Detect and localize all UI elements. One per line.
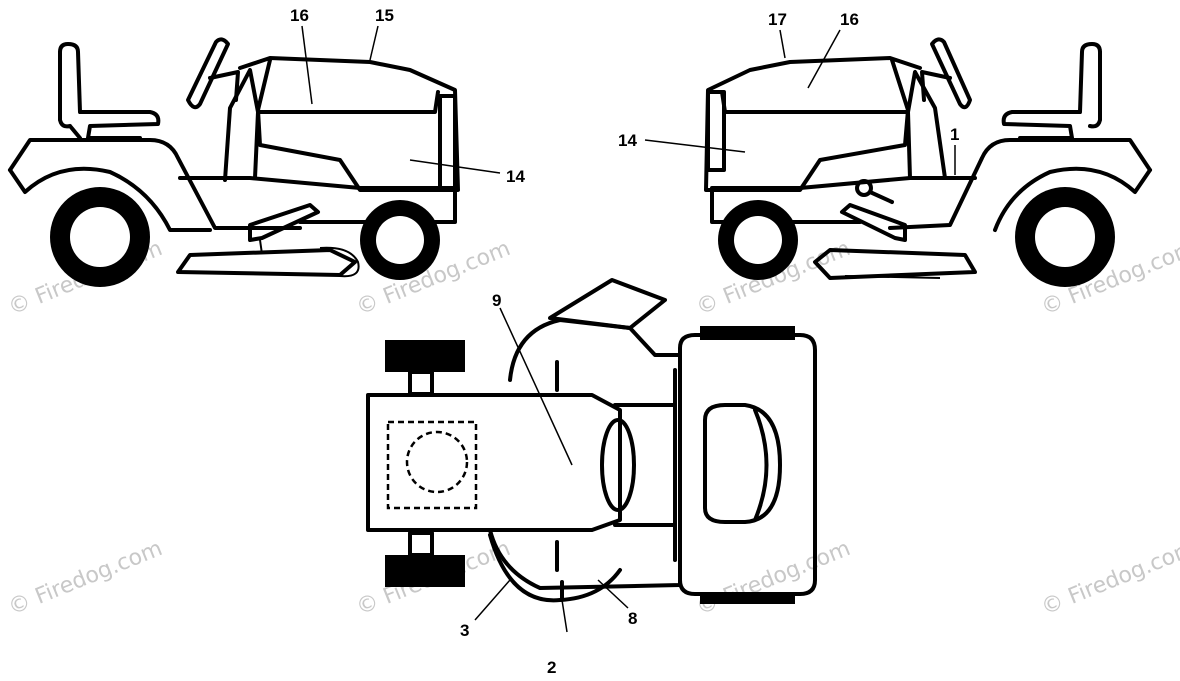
- hood-grille: [706, 90, 726, 172]
- leader-9: [499, 307, 573, 466]
- leader-8: [597, 579, 629, 609]
- mower-deck: [176, 248, 357, 277]
- hood-top: [366, 393, 622, 532]
- leader-2: [561, 599, 568, 633]
- watermark: © Firedog.com: [1038, 536, 1180, 620]
- callout-14-left: 14: [506, 167, 525, 186]
- rear-wheel-hub: [1035, 207, 1095, 267]
- engine-flywheel: [405, 430, 469, 494]
- leader-14-left: [409, 159, 501, 174]
- deck-base: [844, 275, 941, 279]
- seat-top: [703, 403, 782, 524]
- callout-8: 8: [628, 609, 637, 628]
- seat: [58, 42, 161, 140]
- rear-fender: [8, 138, 302, 230]
- pedal: [840, 203, 907, 242]
- tractor-top-view: [366, 278, 817, 604]
- front-right-tire: [385, 555, 465, 587]
- mower-deck-top: [488, 318, 682, 590]
- front-axle-left: [408, 370, 434, 396]
- leader-16-right: [807, 29, 841, 89]
- rear-body: [678, 333, 817, 596]
- rear-fender-lower: [8, 166, 212, 232]
- hood-line: [720, 90, 910, 114]
- callout-3: 3: [460, 621, 469, 640]
- rear-fender-lower: [993, 166, 1152, 232]
- leader-lines: [301, 25, 956, 633]
- callout-17: 17: [768, 10, 787, 29]
- callout-15: 15: [375, 6, 394, 25]
- dash: [906, 70, 947, 180]
- watermark: © Firedog.com: [693, 536, 854, 620]
- rear-wheel-hub: [70, 207, 130, 267]
- steering-wheel: [186, 37, 230, 110]
- deck-hanger: [259, 239, 263, 255]
- tractor-right-side-view: [704, 37, 1152, 287]
- front-left-tire: [385, 340, 465, 372]
- tractor-left-side-view: [8, 37, 460, 287]
- leader-14-right: [644, 139, 746, 153]
- steering-column: [208, 70, 240, 102]
- dash: [223, 68, 260, 182]
- callout-16-left: 16: [290, 6, 309, 25]
- rear-fender: [888, 138, 1152, 230]
- front-axle-right: [408, 531, 434, 557]
- callout-1: 1: [950, 125, 959, 144]
- engine-outline: [386, 420, 478, 510]
- steering-console: [613, 403, 677, 527]
- lift-lever: [868, 190, 894, 204]
- front-wheel-hub: [376, 216, 424, 264]
- seat: [1001, 42, 1102, 140]
- deck-chute: [319, 246, 360, 278]
- lift-lever-knob: [855, 179, 873, 197]
- leader-15: [369, 25, 379, 61]
- pedal: [248, 203, 320, 242]
- callouts: 16 15 14 17 16 14 1 9 3 8 2: [290, 6, 959, 677]
- seat-base: [1088, 50, 1102, 129]
- callout-14-right: 14: [618, 131, 637, 150]
- watermark: © Firedog.com: [5, 536, 166, 620]
- leader-3: [474, 579, 511, 621]
- leader-16-left: [301, 25, 313, 105]
- callout-2: 2: [547, 658, 556, 677]
- callout-16-right: 16: [840, 10, 859, 29]
- leader-17: [779, 29, 786, 59]
- seat-backrest: [753, 408, 769, 522]
- callout-9: 9: [492, 291, 501, 310]
- hood: [238, 56, 460, 192]
- seat-base: [58, 50, 82, 140]
- steering-wheel: [930, 37, 972, 110]
- hood-line: [256, 90, 440, 114]
- hood-grille: [438, 94, 457, 192]
- front-wheel-hub: [734, 216, 782, 264]
